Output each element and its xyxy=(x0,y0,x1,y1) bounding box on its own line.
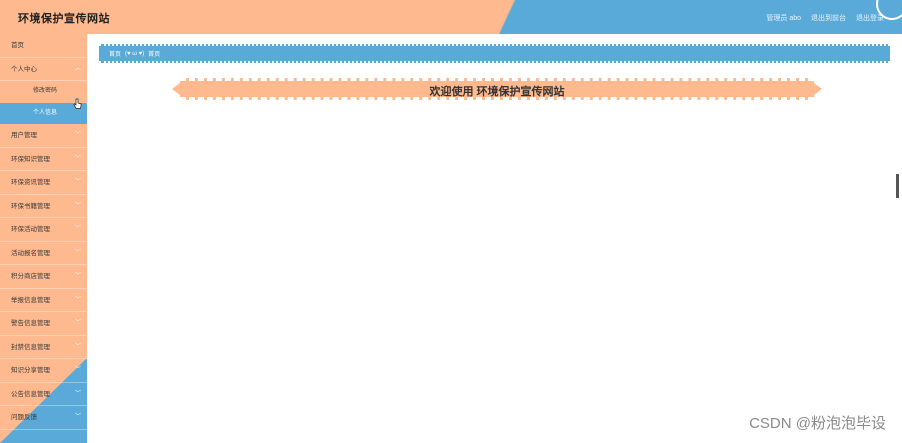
chevron-down-icon: ﹀ xyxy=(74,249,81,256)
sidebar-item-label: 环保活动管理 xyxy=(11,226,50,233)
breadcrumb-separator: (♥ ω ♥) xyxy=(125,50,145,57)
chevron-down-icon: ﹀ xyxy=(74,273,81,279)
sidebar-item-warning-management[interactable]: 警告信息管理 ﹀ xyxy=(0,312,87,336)
sidebar-item-knowledge-share-management[interactable]: 知识分享管理 ﹀ xyxy=(0,359,87,383)
sidebar-item-label: 封禁信息管理 xyxy=(11,343,50,351)
site-title: 环境保护宣传网站 xyxy=(18,13,110,25)
breadcrumb-current: 首页 xyxy=(148,52,161,58)
chevron-down-icon: ﹀ xyxy=(74,155,81,162)
chevron-down-icon: ﹀ xyxy=(74,226,81,232)
sidebar-item-label: 个人中心 xyxy=(11,65,37,73)
sidebar-subitem-change-password[interactable]: 修改密码 xyxy=(0,81,87,103)
sidebar-item-knowledge-management[interactable]: 环保知识管理 ﹀ xyxy=(0,148,87,171)
exit-to-front-link[interactable]: 退出到前台 xyxy=(811,15,846,22)
admin-user-label: 管理员 abo xyxy=(766,15,801,22)
sidebar-item-announcement-management[interactable]: 公告信息管理 ﹀ xyxy=(0,383,87,406)
sidebar-item-label: 公告信息管理 xyxy=(11,390,50,398)
sidebar-item-home[interactable]: 首页 xyxy=(0,34,87,58)
sidebar-item-books-management[interactable]: 环保书籍管理 ﹀ xyxy=(0,195,87,218)
breadcrumb-home-link[interactable]: 首页 xyxy=(109,52,122,58)
sidebar-item-label: 用户管理 xyxy=(11,132,37,139)
scrollbar-handle[interactable] xyxy=(896,174,899,198)
sidebar-item-points-shop-management[interactable]: 积分商店管理 ﹀ xyxy=(0,265,87,289)
sidebar-item-label: 环保书籍管理 xyxy=(11,202,50,210)
sidebar-item-label: 活动报名管理 xyxy=(11,249,50,257)
chevron-down-icon: ﹀ xyxy=(74,367,81,373)
sidebar-item-news-management[interactable]: 环保资讯管理 ﹀ xyxy=(0,171,87,195)
sidebar-item-label: 举报信息管理 xyxy=(11,296,50,304)
sidebar-item-personal-center[interactable]: 个人中心 ︿ xyxy=(0,58,87,81)
personal-center-submenu: 修改密码 个人信息 xyxy=(0,81,87,124)
sidebar-item-report-management[interactable]: 举报信息管理 ﹀ xyxy=(0,289,87,312)
sidebar-item-label: 问题反馈 xyxy=(11,414,37,421)
chevron-down-icon: ﹀ xyxy=(74,390,81,397)
chevron-down-icon: ﹀ xyxy=(74,296,81,303)
sidebar-menu: 首页 个人中心 ︿ 修改密码 个人信息 用户管理 ﹀ 环保知识管理 ﹀ 环保资讯… xyxy=(0,34,87,430)
hand-cursor-icon xyxy=(73,98,82,109)
sidebar-item-label: 知识分享管理 xyxy=(11,367,50,374)
chevron-down-icon: ﹀ xyxy=(74,179,81,185)
chevron-down-icon: ﹀ xyxy=(74,414,81,420)
sidebar-item-label: 首页 xyxy=(11,42,24,49)
sidebar-item-label: 环保资讯管理 xyxy=(11,179,50,186)
sidebar-subitem-label: 个人信息 xyxy=(33,109,58,116)
sidebar-item-ban-management[interactable]: 封禁信息管理 ﹀ xyxy=(0,336,87,359)
welcome-text: 欢迎使用 环境保护宣传网站 xyxy=(429,86,565,98)
sidebar-item-label: 环保知识管理 xyxy=(11,155,50,163)
sidebar-item-label: 警告信息管理 xyxy=(11,320,50,327)
chevron-down-icon: ﹀ xyxy=(74,202,81,209)
sidebar-item-registration-management[interactable]: 活动报名管理 ﹀ xyxy=(0,242,87,265)
sidebar-item-label: 积分商店管理 xyxy=(11,273,50,280)
welcome-banner: 欢迎使用 环境保护宣传网站 xyxy=(172,78,822,100)
header-actions: 管理员 abo 退出到前台 退出登录 xyxy=(766,13,884,23)
sidebar-item-feedback[interactable]: 问题反馈 ﹀ xyxy=(0,406,87,430)
watermark: CSDN @粉泡泡毕设 xyxy=(749,415,886,432)
breadcrumb-bar: 首页 (♥ ω ♥) 首页 xyxy=(99,44,890,63)
top-header: 环境保护宣传网站 管理员 abo 退出到前台 退出登录 xyxy=(0,0,902,34)
logout-link[interactable]: 退出登录 xyxy=(856,15,884,22)
chevron-down-icon: ﹀ xyxy=(74,132,81,138)
sidebar: 首页 个人中心 ︿ 修改密码 个人信息 用户管理 ﹀ 环保知识管理 ﹀ 环保资讯… xyxy=(0,34,87,443)
chevron-down-icon: ﹀ xyxy=(74,343,81,350)
sidebar-subitem-label: 修改密码 xyxy=(33,88,58,94)
avatar[interactable] xyxy=(876,0,902,20)
chevron-up-icon: ︿ xyxy=(74,65,81,72)
sidebar-item-user-management[interactable]: 用户管理 ﹀ xyxy=(0,124,87,148)
sidebar-subitem-personal-info[interactable]: 个人信息 xyxy=(0,102,87,124)
chevron-down-icon: ﹀ xyxy=(74,320,81,326)
breadcrumb: 首页 (♥ ω ♥) 首页 xyxy=(109,49,161,59)
sidebar-item-activity-management[interactable]: 环保活动管理 ﹀ xyxy=(0,218,87,242)
